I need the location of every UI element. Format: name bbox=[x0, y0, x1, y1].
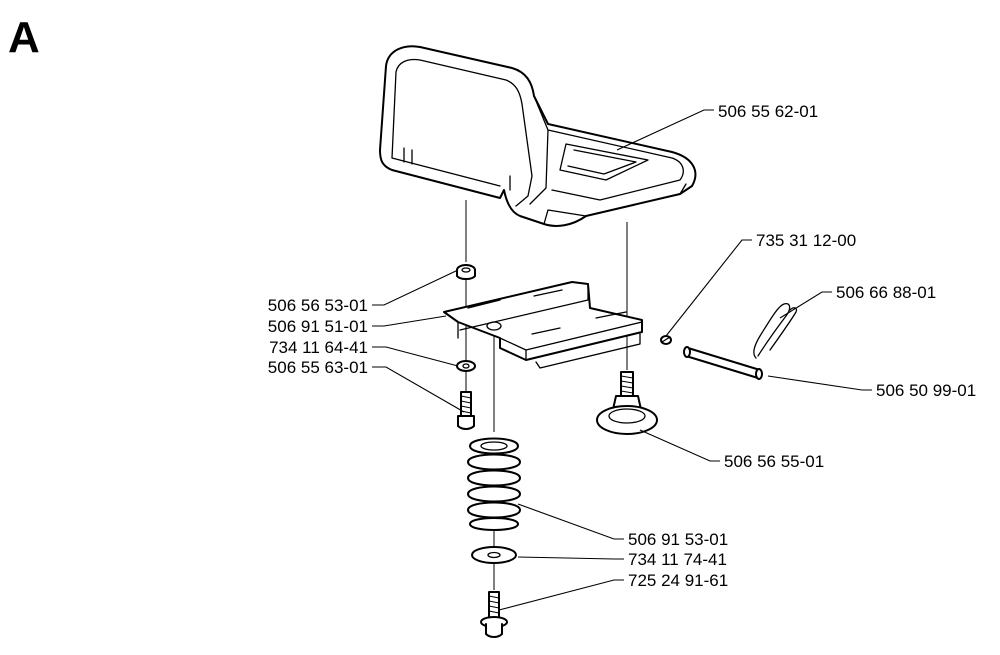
spring-clip-illustration bbox=[660, 335, 672, 345]
part-labels: 506 55 62-01 735 31 12-00 506 66 88-01 5… bbox=[268, 102, 976, 590]
part-label-pin: 506 50 99-01 bbox=[876, 381, 976, 400]
part-label-top-washer: 506 56 53-01 bbox=[268, 296, 368, 315]
part-label-knob: 506 56 55-01 bbox=[724, 452, 824, 471]
seat-illustration bbox=[379, 45, 697, 227]
pin-illustration bbox=[683, 346, 763, 380]
knob-illustration bbox=[596, 371, 658, 435]
hairpin-illustration bbox=[753, 302, 798, 359]
bolt-illustration bbox=[457, 391, 475, 430]
part-label-flat-washer: 734 11 74-41 bbox=[628, 550, 727, 569]
assembly-axes bbox=[465, 200, 628, 590]
flat-washer-illustration bbox=[471, 546, 517, 564]
part-label-hairpin: 506 66 88-01 bbox=[836, 283, 936, 302]
flange-bolt-illustration bbox=[480, 591, 508, 638]
leader-lines bbox=[372, 109, 872, 611]
part-label-spring: 506 91 53-01 bbox=[628, 530, 728, 549]
bracket-illustration bbox=[443, 281, 643, 369]
top-washer-illustration bbox=[456, 264, 476, 280]
small-washer-illustration bbox=[456, 360, 476, 372]
section-letter: A bbox=[8, 13, 40, 62]
part-label-small-washer: 734 11 64-41 bbox=[269, 338, 368, 357]
part-label-spring-clip: 735 31 12-00 bbox=[756, 231, 856, 250]
part-label-seat: 506 55 62-01 bbox=[718, 102, 818, 121]
part-label-bolt: 506 55 63-01 bbox=[268, 358, 368, 377]
part-label-bracket: 506 91 51-01 bbox=[268, 317, 368, 336]
spring-illustration bbox=[467, 437, 521, 531]
part-label-flange-bolt: 725 24 91-61 bbox=[628, 571, 728, 590]
